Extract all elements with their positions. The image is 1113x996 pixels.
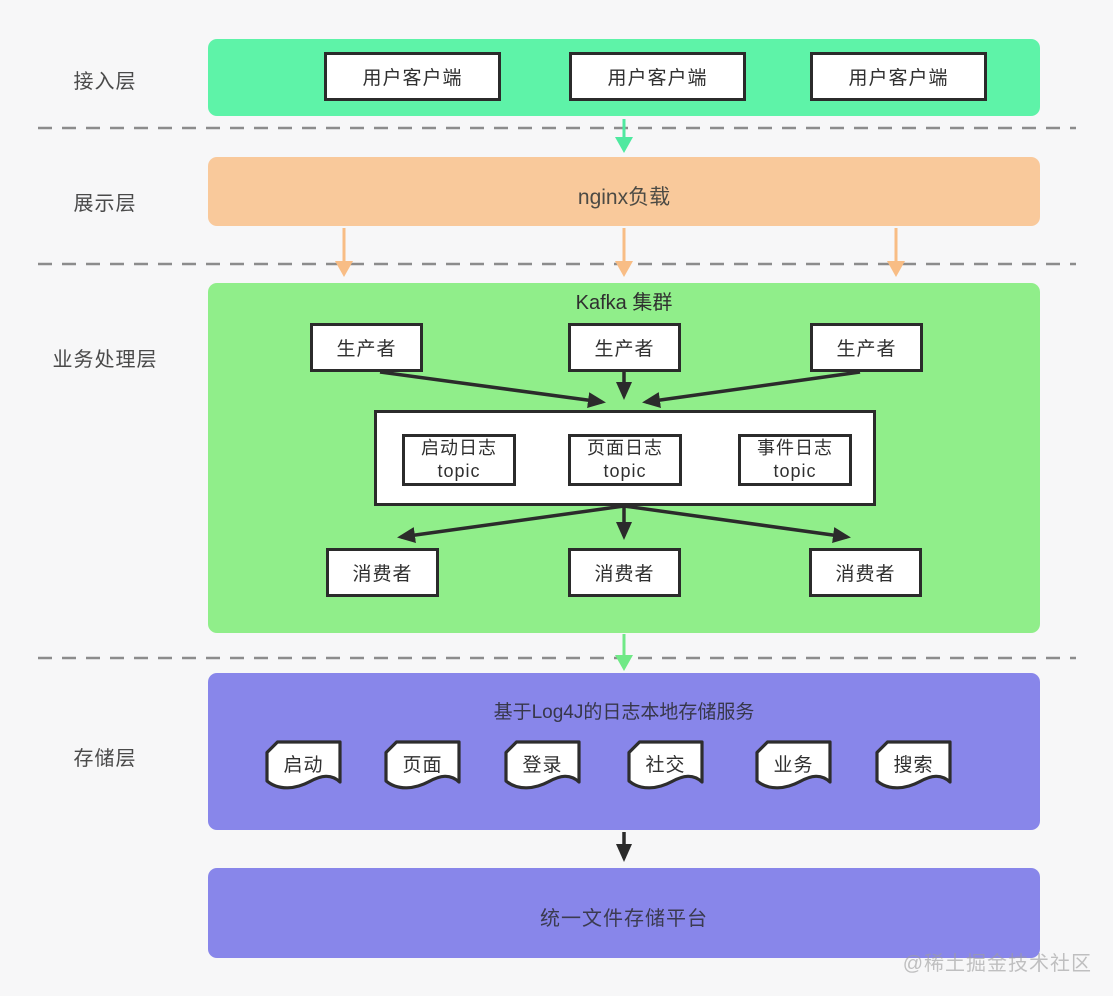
layer-label-display: 展示层 (73, 193, 137, 215)
consumer-node-1: 消费者 (326, 548, 439, 597)
topic-node-1: 启动日志 topic (402, 434, 516, 486)
client-node-2: 用户客户端 (569, 52, 746, 101)
kafka-cluster-title: Kafka 集群 (575, 292, 673, 314)
storage-platform-band (208, 868, 1040, 958)
topic-name: 页面日志 (587, 438, 663, 458)
layer-label-storage: 存储层 (73, 748, 137, 770)
log-doc-6: 搜索 (875, 740, 952, 794)
watermark: @稀土掘金技术社区 (902, 953, 1092, 975)
topic-suffix: topic (603, 461, 647, 481)
producer-node-3: 生产者 (810, 323, 923, 372)
doc-label: 登录 (522, 754, 563, 776)
layer-label-business: 业务处理层 (52, 349, 158, 371)
document-icon (384, 740, 461, 790)
log-doc-4: 社交 (627, 740, 704, 794)
client-node-1: 用户客户端 (324, 52, 501, 101)
producer-node-2: 生产者 (568, 323, 681, 372)
topic-node-3: 事件日志 topic (738, 434, 852, 486)
topic-node-2: 页面日志 topic (568, 434, 682, 486)
consumer-node-3: 消费者 (809, 548, 922, 597)
document-icon (265, 740, 342, 790)
doc-label: 页面 (402, 754, 443, 776)
nginx-load-label: nginx负载 (577, 186, 671, 209)
document-icon (504, 740, 581, 790)
doc-label: 搜索 (893, 754, 934, 776)
doc-label: 业务 (773, 754, 814, 776)
doc-label: 启动 (283, 754, 324, 776)
platform-label: 统一文件存储平台 (540, 908, 708, 930)
log-doc-1: 启动 (265, 740, 342, 794)
topic-suffix: topic (773, 461, 817, 481)
document-icon (875, 740, 952, 790)
producer-node-1: 生产者 (310, 323, 423, 372)
storage-service-title: 基于Log4J的日志本地存储服务 (493, 702, 755, 723)
doc-label: 社交 (645, 754, 686, 776)
document-icon (627, 740, 704, 790)
log-doc-2: 页面 (384, 740, 461, 794)
client-node-3: 用户客户端 (810, 52, 987, 101)
topic-name: 启动日志 (421, 438, 497, 458)
consumer-node-2: 消费者 (568, 548, 681, 597)
display-band (208, 157, 1040, 226)
document-icon (755, 740, 832, 790)
topic-name: 事件日志 (757, 438, 833, 458)
log-doc-5: 业务 (755, 740, 832, 794)
log-doc-3: 登录 (504, 740, 581, 794)
topic-suffix: topic (437, 461, 481, 481)
layer-label-access: 接入层 (73, 71, 137, 93)
